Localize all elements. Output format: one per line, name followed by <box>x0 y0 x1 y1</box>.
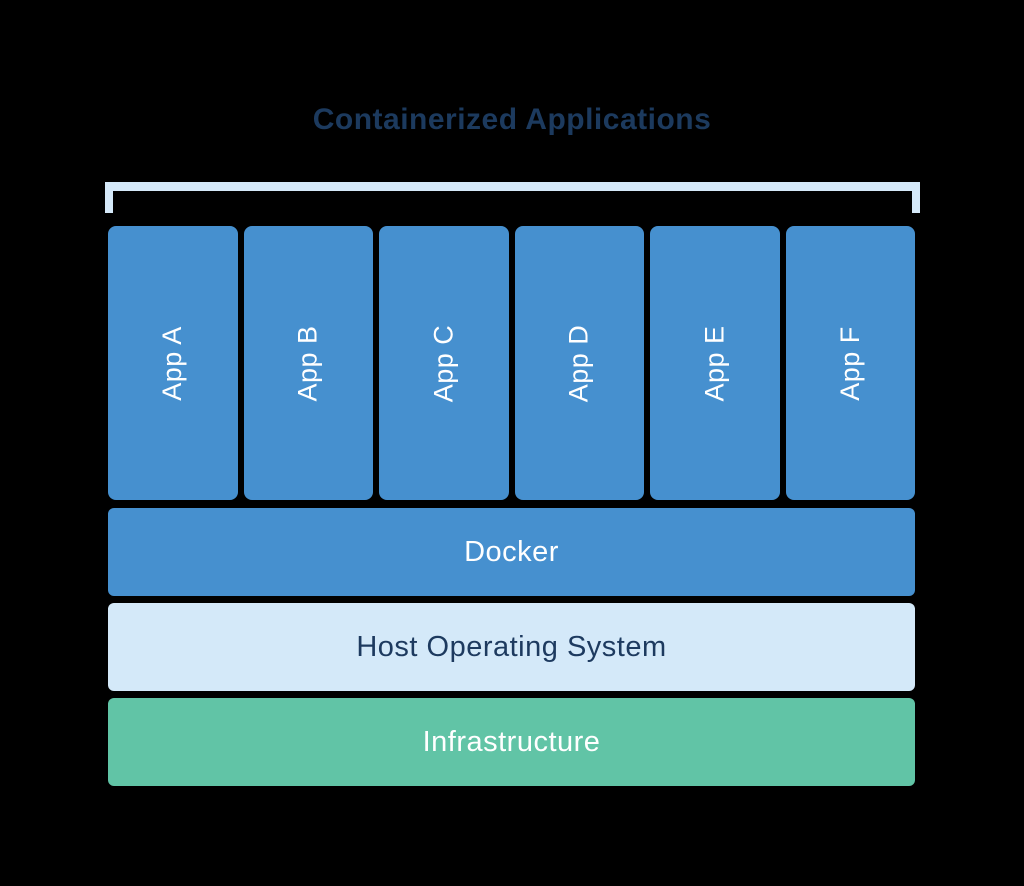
app-box-e: App E <box>650 226 780 500</box>
app-box-d: App D <box>514 226 644 500</box>
app-label: App E <box>699 324 730 402</box>
layer-docker: Docker <box>108 508 915 596</box>
app-label: App B <box>292 324 323 402</box>
app-label: App D <box>563 324 594 402</box>
app-label: App A <box>157 325 188 401</box>
app-box-b: App B <box>243 226 373 500</box>
layer-infrastructure: Infrastructure <box>108 698 915 786</box>
app-label: App C <box>428 324 459 402</box>
app-box-c: App C <box>379 226 509 500</box>
apps-group-bracket <box>105 182 920 213</box>
containerized-apps-row: App A App B App C App D App E App F <box>108 226 915 500</box>
diagram-title: Containerized Applications <box>312 103 712 136</box>
app-box-f: App F <box>785 226 915 500</box>
app-box-a: App A <box>108 226 238 500</box>
layer-host-operating-system: Host Operating System <box>108 603 915 691</box>
app-label: App F <box>834 325 865 401</box>
